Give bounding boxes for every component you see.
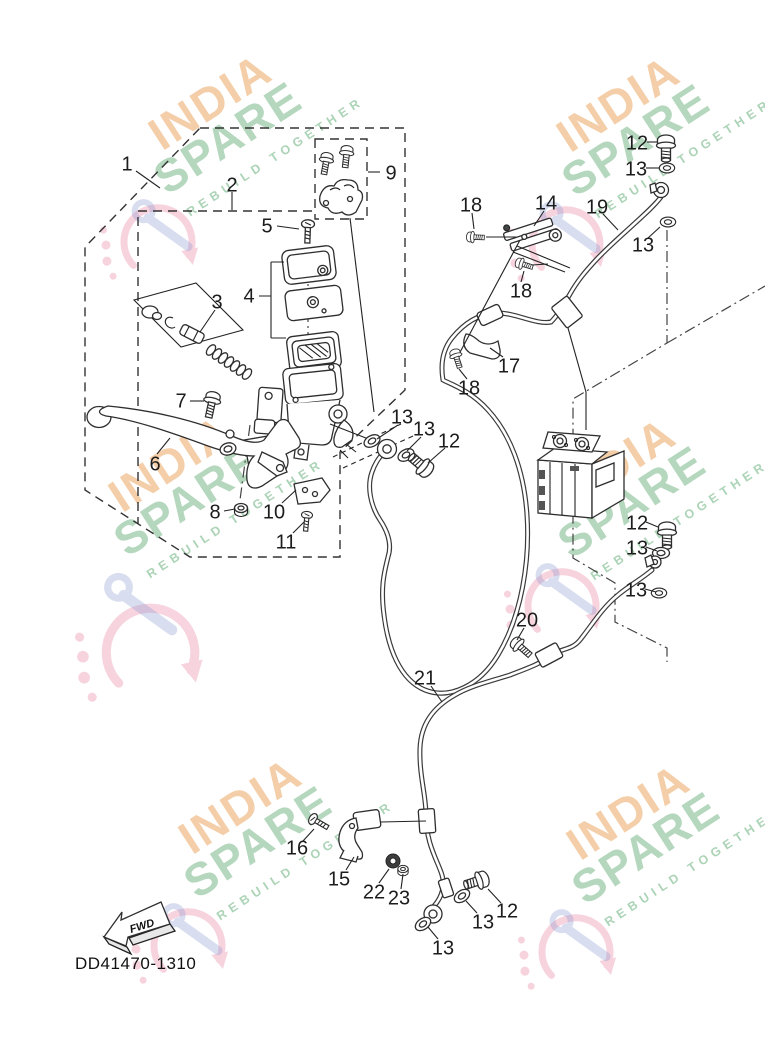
hose21-elbow-connector	[534, 642, 564, 668]
part-label-14: 14	[535, 192, 557, 214]
reservoir-diaphragm-plate	[284, 284, 344, 322]
part-label-3: 3	[211, 291, 222, 313]
sealing-washer-13	[659, 216, 677, 228]
part-callouts: 1 2 3 4 5 6 7 8 9 10 11 12 13 19 13 14 1…	[121, 132, 654, 959]
part-label-18: 18	[460, 194, 482, 216]
part-label-17: 17	[498, 355, 520, 377]
part-label-13: 13	[625, 579, 647, 601]
piston	[179, 324, 205, 344]
part-label-22: 22	[363, 881, 385, 903]
clamp-bolt	[316, 150, 336, 177]
abs-unit	[536, 431, 625, 520]
part-label-13: 13	[432, 937, 454, 959]
part-label-12: 12	[626, 512, 648, 534]
leader-lines	[135, 141, 661, 940]
part-label-19: 19	[586, 196, 608, 218]
fwd-arrow: FWD	[102, 901, 177, 956]
part-label-13: 13	[632, 234, 654, 256]
clamp-mount-line	[349, 217, 375, 413]
hose19-band-fitting	[476, 303, 504, 327]
part-label-21: 21	[414, 667, 436, 689]
cap-screw-5	[300, 218, 316, 244]
part-label-16: 16	[286, 837, 308, 859]
part-label-13: 13	[625, 158, 647, 180]
hose21-lower-end	[412, 868, 492, 935]
mount-screw-18	[447, 346, 467, 371]
part-label-18: 18	[510, 280, 532, 302]
abs-outlet-hardware	[506, 521, 678, 662]
brake-lever	[86, 405, 301, 489]
piston-spring	[205, 344, 253, 380]
clamp-bolt	[337, 144, 356, 169]
clamp-group-box-9	[314, 138, 368, 220]
part-label-7: 7	[175, 390, 186, 412]
circlip	[164, 316, 176, 329]
hose19-upper-end	[649, 134, 677, 228]
brake-hose-21	[417, 567, 655, 909]
right-chain-boundary	[572, 230, 668, 662]
assembly-boundary-1	[84, 127, 406, 558]
part-label-12: 12	[496, 900, 518, 922]
watermark-top-right: INDIA SPARE REBUILD TOGETHER	[453, 45, 765, 308]
watermark-top-left: INDIA SPARE REBUILD TOGETHER	[45, 43, 366, 306]
part-label-20: 20	[516, 609, 538, 631]
part-label-2: 2	[226, 174, 237, 196]
part-label-13: 13	[626, 537, 648, 559]
part-label-6: 6	[149, 453, 160, 475]
union-bolt-12	[656, 521, 678, 550]
hose19-block-fitting	[551, 295, 583, 329]
abs-mount-bolt-20	[506, 633, 536, 662]
handlebar-clamp-assembly	[316, 144, 364, 216]
part-label-13: 13	[472, 911, 494, 933]
part-label-12: 12	[626, 132, 648, 154]
sealing-washer-13	[451, 885, 473, 907]
part-label-5: 5	[261, 215, 272, 237]
mount-screw-18	[465, 230, 485, 244]
part-label-12: 12	[438, 430, 460, 452]
part-label-8: 8	[209, 501, 220, 523]
hose-fittings	[417, 295, 583, 899]
part-label-18: 18	[458, 377, 480, 399]
part-label-11: 11	[276, 531, 297, 553]
stay-bracket-14	[447, 217, 571, 371]
right-chain-diagonal	[666, 285, 765, 344]
part-label-15: 15	[328, 868, 350, 890]
lever-pivot-centerline	[239, 424, 251, 501]
reservoir-cap-assembly	[259, 218, 344, 381]
label4-bracket	[259, 261, 286, 339]
part-label-13: 13	[391, 406, 413, 428]
hose-to-abs-line	[567, 327, 587, 430]
diagram-code: DD41470-1310	[75, 954, 196, 973]
sealing-washer-13	[658, 162, 676, 174]
watermark-bottom-right: INDIA SPARE REBUILD TOGETHER	[463, 753, 765, 1016]
switch-bracket-10	[293, 477, 331, 505]
hose-bracket-15	[338, 817, 364, 860]
part-label-10: 10	[263, 501, 285, 523]
part-label-23: 23	[388, 887, 410, 909]
bracket-screw-11	[299, 510, 314, 533]
brake-hose-19	[367, 194, 664, 696]
lower-bracket-group	[306, 809, 427, 877]
handlebar-clamp	[319, 178, 364, 216]
hose21-end-fitting	[437, 877, 455, 899]
hose-clamp-17	[463, 333, 501, 360]
part-label-13: 13	[413, 418, 435, 440]
part-label-4: 4	[243, 285, 254, 307]
part-label-1: 1	[121, 153, 132, 175]
mc-banjo-hardware	[329, 423, 438, 482]
sealing-washer-13	[650, 587, 668, 599]
part-label-9: 9	[385, 162, 396, 184]
reservoir-cap	[281, 245, 337, 285]
piston-repair-kit	[132, 282, 253, 380]
